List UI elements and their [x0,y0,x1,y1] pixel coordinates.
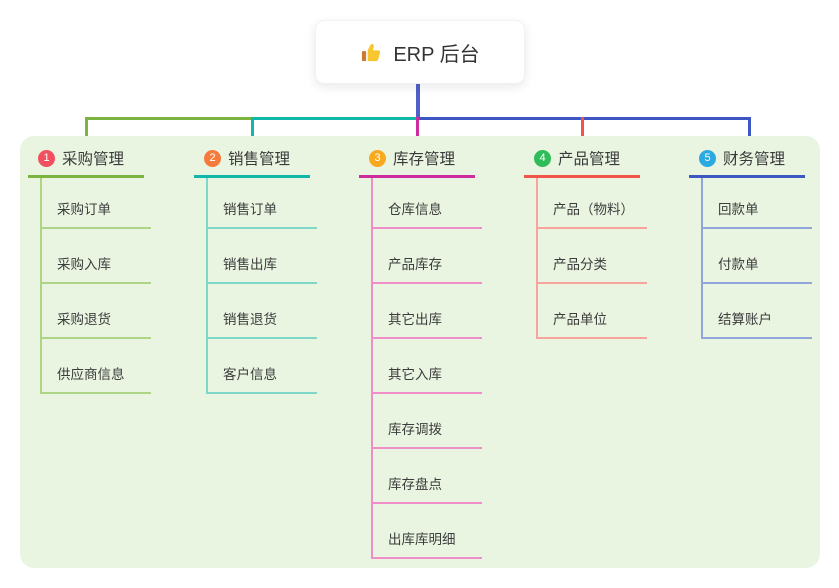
branch-title-label: 销售管理 [228,151,291,168]
connector-blue-segment [418,117,751,120]
branch-title-label: 财务管理 [723,151,786,168]
drop-line-product [581,117,584,149]
node-outbound-detail[interactable]: 出库库明细 [359,504,482,559]
branch-underline [28,175,144,178]
branch-underline [194,175,310,178]
branch-inventory: 3 库存管理 仓库信息 产品库存 其它出库 其它入库 库存调拨 库存盘点 出库库… [359,147,482,559]
branch-title-inventory[interactable]: 3 库存管理 [359,147,477,169]
branch-number-badge: 3 [369,149,386,167]
drop-line-finance [748,117,751,149]
branch-number-badge: 5 [699,149,716,167]
node-customer-info[interactable]: 客户信息 [194,339,317,394]
branch-children: 产品（物料） 产品分类 产品单位 [524,178,647,339]
branch-number-badge: 1 [38,149,55,167]
node-purchase-order[interactable]: 采购订单 [28,178,151,229]
node-sales-outbound[interactable]: 销售出库 [194,229,317,284]
root-stem-line [416,82,420,119]
connector-teal-segment [252,117,418,120]
node-supplier-info[interactable]: 供应商信息 [28,339,151,394]
branch-number-badge: 2 [204,149,221,167]
node-warehouse-info[interactable]: 仓库信息 [359,178,482,229]
branch-children: 采购订单 采购入库 采购退货 供应商信息 [28,178,151,394]
node-product-stock[interactable]: 产品库存 [359,229,482,284]
thumbs-up-icon [360,41,383,64]
node-stock-transfer[interactable]: 库存调拨 [359,394,482,449]
branch-number-badge: 4 [534,149,551,167]
root-node-label: ERP 后台 [393,43,480,66]
node-sales-order[interactable]: 销售订单 [194,178,317,229]
branch-children: 销售订单 销售出库 销售退货 客户信息 [194,178,317,394]
branch-children: 仓库信息 产品库存 其它出库 其它入库 库存调拨 库存盘点 出库库明细 [359,178,482,559]
drop-line-inventory [416,117,419,149]
branch-title-label: 采购管理 [62,151,125,168]
node-product-material[interactable]: 产品（物料） [524,178,647,229]
branch-title-product[interactable]: 4 产品管理 [524,147,642,169]
branch-children: 回款单 付款单 结算账户 [689,178,812,339]
branch-product: 4 产品管理 产品（物料） 产品分类 产品单位 [524,147,647,339]
node-product-category[interactable]: 产品分类 [524,229,647,284]
branch-title-finance[interactable]: 5 财务管理 [689,147,807,169]
root-node-erp[interactable]: ERP 后台 [315,20,525,84]
branch-title-sales[interactable]: 2 销售管理 [194,147,312,169]
branch-sales: 2 销售管理 销售订单 销售出库 销售退货 客户信息 [194,147,317,394]
branch-title-label: 产品管理 [558,151,621,168]
node-sales-return[interactable]: 销售退货 [194,284,317,339]
branch-purchase: 1 采购管理 采购订单 采购入库 采购退货 供应商信息 [28,147,151,394]
node-stock-taking[interactable]: 库存盘点 [359,449,482,504]
node-other-outbound[interactable]: 其它出库 [359,284,482,339]
branch-underline [524,175,640,178]
node-settlement-account[interactable]: 结算账户 [689,284,812,339]
branch-title-purchase[interactable]: 1 采购管理 [28,147,146,169]
branch-title-label: 库存管理 [393,151,456,168]
drop-line-purchase [85,117,88,149]
drop-line-sales [251,117,254,149]
branch-underline [359,175,475,178]
node-payment-bill[interactable]: 付款单 [689,229,812,284]
node-purchase-inbound[interactable]: 采购入库 [28,229,151,284]
node-purchase-return[interactable]: 采购退货 [28,284,151,339]
node-product-unit[interactable]: 产品单位 [524,284,647,339]
node-receipt-bill[interactable]: 回款单 [689,178,812,229]
node-other-inbound[interactable]: 其它入库 [359,339,482,394]
branch-underline [689,175,805,178]
connector-green-segment [85,117,253,120]
branch-finance: 5 财务管理 回款单 付款单 结算账户 [689,147,812,339]
branches-panel [20,136,820,568]
